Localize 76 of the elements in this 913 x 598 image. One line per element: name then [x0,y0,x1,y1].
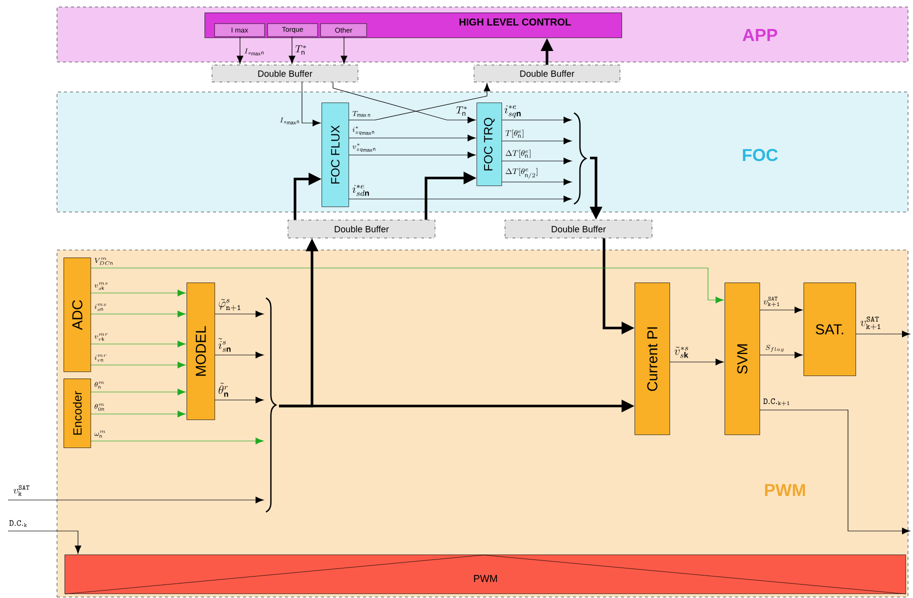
arrow [760,410,910,534]
brace [574,112,587,205]
arrow [302,82,321,126]
edge-label: $i^{mr}_{r\mathrm{n}}$ [94,354,106,362]
edge-label: $v^{\mathtt{SAT}}_{\mathtt{k+1}}$ [860,316,880,330]
arrow [348,152,476,158]
arrow [214,352,264,358]
arrow [90,310,186,318]
edge-label: $\tilde{\varphi}^s_{\mathtt{n+1}}$ [218,299,240,311]
edge-label: $i^{*e}_{sq\mathbf{n}}$ [504,105,521,118]
edge-label: $\mathtt{D.C.}_{\mathtt{k}}$ [9,520,27,527]
edge-label: $I_{s_{\max}\mathrm{n}}$ [280,118,299,124]
edge-label: $\theta^m_{\mathrm{n}}$ [94,382,104,389]
pwm-bar: PWM [64,554,906,594]
arrow [332,82,476,124]
edge-label: $v^{\mathtt{SAT}}_{\mathtt{k+1}}$ [763,296,780,307]
buffer-box: Double Buffer [474,64,620,82]
block-box: Current PI [634,282,670,435]
brace [266,297,276,513]
arrow [90,410,186,418]
block-box: FOC TRQ [476,102,502,186]
buffer-box: Double Buffer [504,220,652,238]
edge-label: $v^*_{sq_{\max}\mathrm{n}}$ [352,143,376,152]
arrow [8,496,264,504]
arrow [90,438,264,444]
arrow [348,196,572,202]
arrow [90,362,186,368]
edge-label: $T^*_{\mathrm{n}}$ [295,45,306,55]
arrow [236,36,244,64]
arrow [502,116,572,124]
arrow [502,158,572,164]
edge-label: $\tilde{\theta}^r_{\mathbf{n}}$ [218,382,228,397]
arrow [760,352,803,358]
arrow [288,36,296,64]
arrow [340,36,348,64]
edge-label: $i^{ms}_{s\mathrm{n}}$ [94,304,106,311]
arrow [502,178,572,186]
arrow [760,306,803,314]
edge-label: $V^m_{DC\mathrm{n}}$ [94,258,112,265]
edge-label: $\mathtt{D.C.}_{\mathtt{k+1}}$ [763,398,790,406]
edge-label: $v^{ms}_{s\mathrm{k}}$ [94,282,108,290]
edge-label: $v^{\mathtt{SAT}}_{\mathtt{k}}$ [14,485,30,496]
arrow [90,290,186,296]
edge-label: $\tilde{i}^s_{s\mathbf{n}}$ [218,338,231,352]
edge-label: $I_{s_{\max}\mathrm{n}}$ [244,48,264,56]
arrow [214,310,264,318]
arrow [8,530,82,554]
edge-label: $\tilde{v}^{*s}_{s\mathbf{k}}$ [674,346,688,358]
block-box: ADC [64,258,91,372]
edge-label: $T_{\max\mathrm{n}}$ [352,111,370,117]
arrow [90,268,724,304]
block-box: FOC FLUX [322,102,349,207]
edge-label: $\theta^m_{0\mathrm{n}}$ [94,404,104,411]
arrow [348,83,490,120]
edge-label: $S_{flag}$ [766,344,784,352]
edge-label: $\Delta T[\theta^e_{\mathrm{n}/2}]$ [506,168,538,179]
block-box: SAT. [804,282,856,376]
buffer-box: Double Buffer [212,64,358,82]
arrow [856,330,910,338]
edge-label: $\Delta T[\theta^e_{\mathrm{n}}]$ [506,150,530,158]
edge-label: $\omega^m_{\mathrm{n}}$ [94,430,106,438]
edge-label: $T^*_{\mathrm{n}}$ [456,106,467,116]
arrow [502,138,572,144]
arrow [214,396,264,404]
edge-label: $T[\theta^e_{\mathrm{n}}]$ [505,130,524,138]
edge-label: $i^{*e}_{sd\mathbf{n}}$ [352,184,369,196]
edge-label: $v^{mr}_{r\mathrm{k}}$ [94,333,108,341]
block-box: SVM [724,282,760,435]
arrow [348,134,476,142]
buffer-box: Double Buffer [288,220,436,238]
block-box: Encoder [64,378,91,448]
edge-label: $i^*_{sq_{\max}\mathrm{n}}$ [352,126,374,135]
arrow [90,388,186,396]
block-box: MODEL [186,282,215,420]
arrow [670,358,724,366]
arrow [90,340,186,348]
